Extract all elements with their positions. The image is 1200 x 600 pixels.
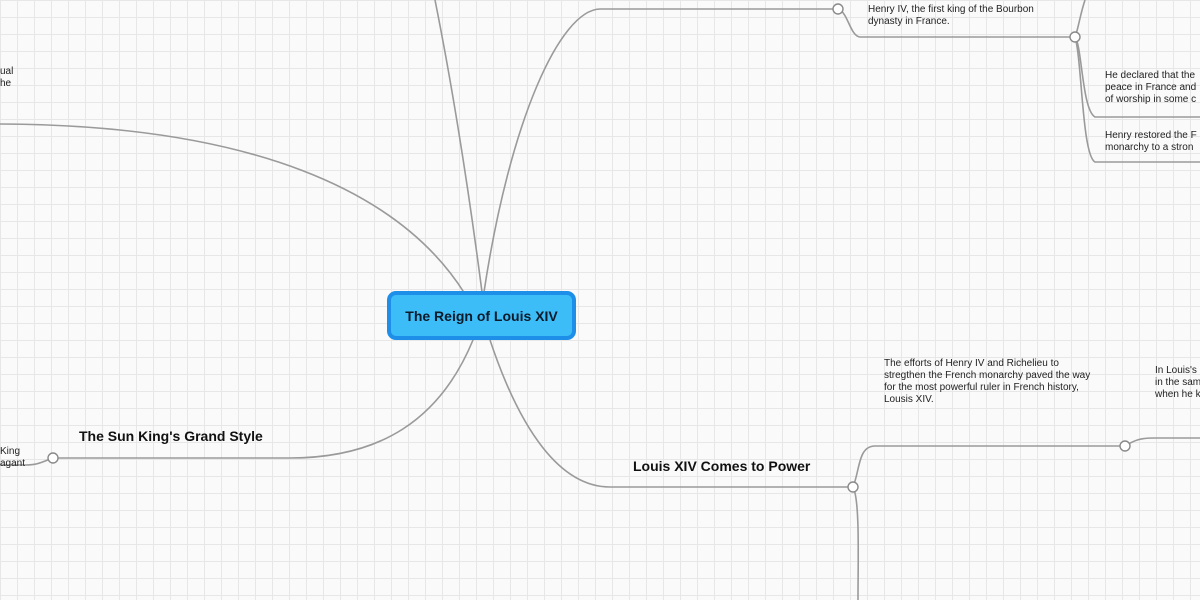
note-left-top[interactable]: ual he: [0, 66, 13, 90]
note-line: King: [0, 446, 21, 457]
connector-in-louis: [1124, 437, 1200, 447]
note-line: Henry restored the F: [1105, 130, 1197, 141]
note-line: peace in France and: [1105, 82, 1197, 93]
note-line: The efforts of Henry IV and Richelieu to: [884, 358, 1059, 369]
note-line: Henry IV, the first king of the Bourbon: [868, 4, 1034, 15]
branch-sun-king-label: The Sun King's Grand Style: [79, 428, 263, 444]
note-line: monarchy to a stron: [1105, 142, 1194, 153]
connector-sun-king: [53, 339, 474, 459]
branch-louis-power[interactable]: Louis XIV Comes to Power: [633, 458, 810, 474]
connector-upper-right: [483, 8, 838, 293]
note-line: for the most powerful ruler in French hi…: [884, 382, 1079, 393]
note-line: agant: [0, 458, 26, 469]
connector-louis-down: [852, 486, 860, 600]
note-henry-declared[interactable]: He declared that the peace in France and…: [1105, 70, 1196, 106]
note-henry-restored[interactable]: Henry restored the F monarchy to a stron: [1105, 130, 1197, 154]
note-henry-iv[interactable]: Henry IV, the first king of the Bourbon …: [868, 4, 1034, 28]
node-henry-sub: [1069, 31, 1081, 43]
note-line: Lousis XIV.: [884, 394, 934, 405]
note-line: He declared that the: [1105, 70, 1196, 81]
central-topic[interactable]: The Reign of Louis XIV: [387, 291, 576, 340]
branch-sun-king[interactable]: The Sun King's Grand Style: [79, 428, 263, 444]
connector-top-left: [434, 0, 483, 293]
note-line: In Louis's: [1155, 365, 1197, 376]
note-line: ual: [0, 66, 14, 77]
note-line: when he k: [1155, 389, 1200, 400]
connector-efforts: [852, 445, 1125, 488]
note-line: he: [0, 78, 12, 89]
note-line: stregthen the French monarchy paved the …: [884, 370, 1091, 381]
note-left-bottom[interactable]: King agant: [0, 446, 25, 470]
note-line: dynasty in France.: [868, 16, 950, 27]
central-topic-label: The Reign of Louis XIV: [405, 307, 558, 324]
connector-henry-top: [1074, 0, 1086, 38]
branch-louis-power-label: Louis XIV Comes to Power: [633, 458, 811, 474]
node-louis-power: [847, 481, 859, 493]
note-line: in the sam: [1155, 377, 1200, 388]
note-efforts[interactable]: The efforts of Henry IV and Richelieu to…: [884, 358, 1090, 406]
node-efforts: [1119, 440, 1131, 452]
note-in-louis[interactable]: In Louis's in the sam when he k: [1155, 365, 1200, 401]
note-line: of worship in some c: [1105, 94, 1197, 105]
connector-louis-power: [489, 339, 853, 488]
node-sun-king: [47, 452, 59, 464]
connector-henry-restored: [1074, 36, 1200, 163]
node-henry: [832, 3, 844, 15]
connector-upper-left: [0, 123, 466, 295]
